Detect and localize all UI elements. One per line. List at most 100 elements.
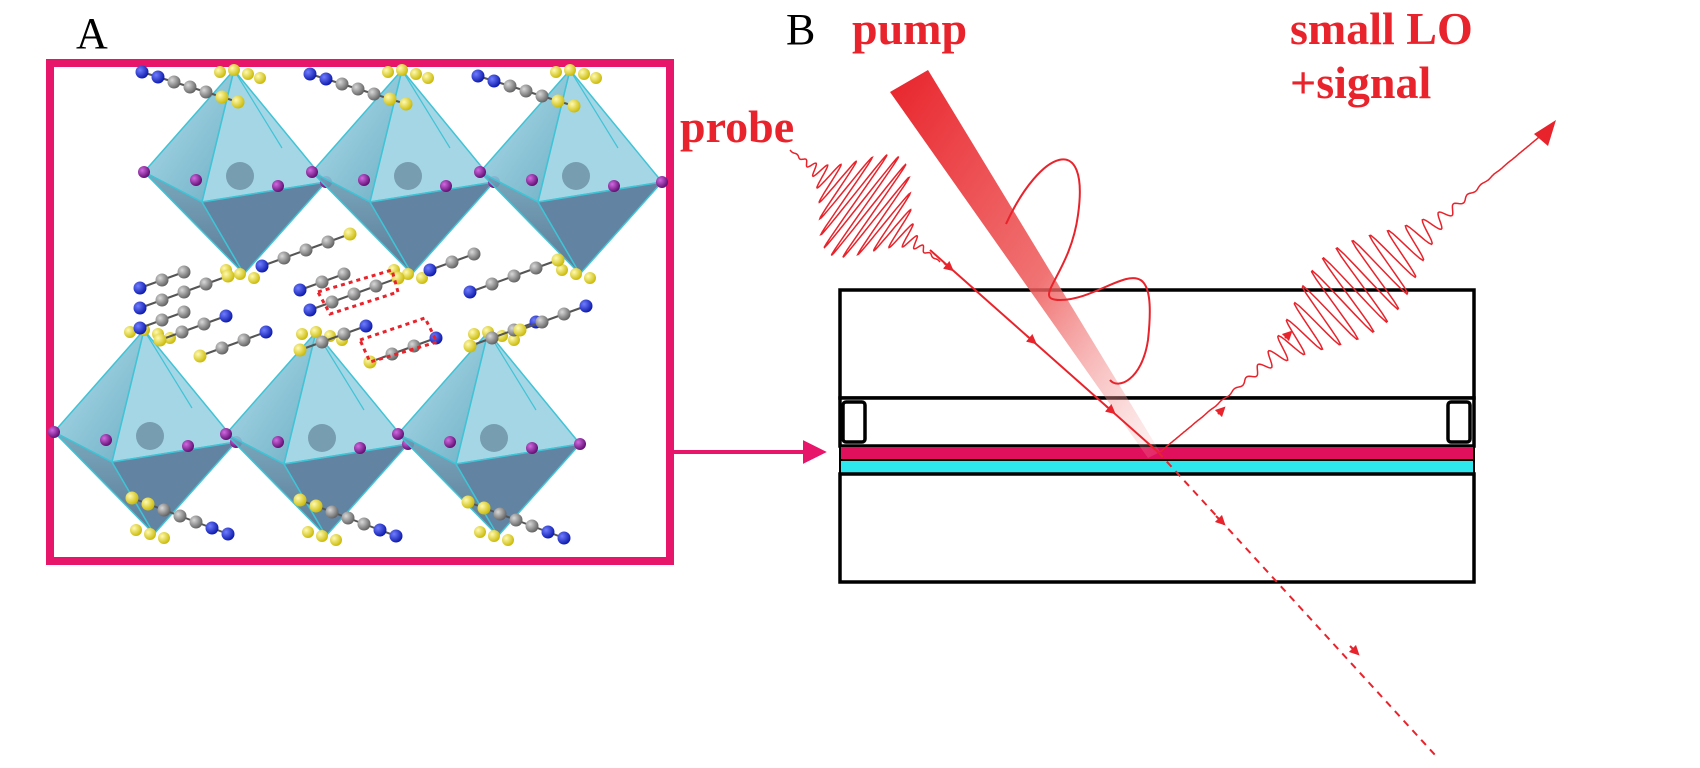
chain-atom	[199, 85, 213, 99]
octahedron-center-atom	[562, 162, 590, 190]
apical-atom	[468, 328, 480, 340]
halide-atom	[526, 174, 538, 186]
apical-atom	[158, 532, 170, 544]
chain-atom	[259, 325, 273, 339]
chain-atom	[347, 287, 361, 301]
probe-arrow-1	[942, 260, 954, 272]
chain-atom	[485, 331, 499, 345]
spacer-right	[1446, 400, 1472, 444]
chain-atom	[525, 519, 539, 533]
apical-atom	[234, 268, 246, 280]
chain-atom	[315, 275, 329, 289]
chain-atom	[461, 495, 475, 509]
halide-atom	[444, 436, 456, 448]
halide-atom	[182, 440, 194, 452]
chain-atom	[567, 99, 581, 113]
chain-atom	[423, 263, 437, 277]
chain-atom	[221, 269, 235, 283]
octahedron-face	[200, 180, 328, 276]
chain-atom	[463, 285, 477, 299]
apical-atom	[144, 528, 156, 540]
octahedron-face	[368, 180, 496, 276]
chain-atom	[535, 315, 549, 329]
chain-atom	[351, 82, 365, 96]
chain-atom	[357, 517, 371, 531]
chain-atom	[383, 92, 397, 106]
chain-atom	[541, 525, 555, 539]
apical-atom	[124, 326, 136, 338]
chain-atom	[135, 65, 149, 79]
spacer-left	[841, 400, 867, 444]
octahedron-edge	[143, 329, 193, 409]
chain-atom	[477, 501, 491, 515]
chain-atom	[485, 277, 499, 291]
chain-atom	[255, 259, 269, 273]
apical-atom	[382, 66, 394, 78]
pump-beam	[890, 70, 1160, 458]
chain-atom	[487, 74, 501, 88]
spacer-layer	[838, 396, 1476, 448]
chain-atom	[513, 323, 527, 337]
probe-ray-incident	[929, 249, 1159, 453]
octahedron-edge	[401, 69, 451, 149]
octahedron-face	[536, 180, 664, 276]
chain-atom	[335, 77, 349, 91]
chain-atom	[167, 75, 181, 89]
chain-atom	[231, 95, 245, 109]
halide-atom	[526, 442, 538, 454]
chain-atom	[237, 333, 251, 347]
halide-atom	[272, 436, 284, 448]
output-wave-packet	[1159, 127, 1551, 453]
apical-atom	[570, 268, 582, 280]
octahedron-edge	[569, 69, 619, 149]
apical-atom	[578, 68, 590, 80]
chain-atom	[177, 285, 191, 299]
apical-atom	[248, 272, 260, 284]
output-arrow-1	[1214, 406, 1226, 418]
chain-atom	[183, 80, 197, 94]
chain-atom	[303, 303, 317, 317]
chain-atom	[299, 243, 313, 257]
probe-beam	[789, 149, 941, 263]
apical-atom	[590, 72, 602, 84]
chain-atom	[219, 309, 233, 323]
highlight-box-upper	[315, 268, 400, 316]
chain-atom	[141, 497, 155, 511]
probe-wave-packet	[789, 149, 941, 263]
chain-atom	[197, 317, 211, 331]
chain-atom	[303, 67, 317, 81]
chain-atom	[309, 499, 323, 513]
chain-atom	[319, 72, 333, 86]
chain-atom	[153, 333, 167, 347]
octahedron-center-atom	[226, 162, 254, 190]
octahedron-edge	[487, 331, 537, 411]
chain-atom	[369, 279, 383, 293]
chain-atom	[155, 313, 169, 327]
chain-atom	[175, 325, 189, 339]
apical-atom	[254, 72, 266, 84]
halide-atom	[220, 428, 232, 440]
apical-atom	[502, 534, 514, 546]
output-label-line2: +signal	[1290, 57, 1431, 108]
chain-atom	[503, 79, 517, 93]
octahedra-group	[48, 64, 668, 546]
probe-label: probe	[680, 101, 794, 152]
output-label-line1: small LO	[1290, 3, 1473, 54]
chain-atom	[341, 511, 355, 525]
chain-atom	[579, 299, 593, 313]
pump-pulse-envelope	[1005, 158, 1151, 385]
chain-atom	[173, 509, 187, 523]
apical-atom	[550, 66, 562, 78]
chain-atom	[133, 321, 147, 335]
panel-a-letter: A	[76, 9, 108, 58]
apical-atom	[508, 334, 520, 346]
apical-atom	[584, 272, 596, 284]
chain-atom	[337, 327, 351, 341]
apical-atom	[310, 326, 322, 338]
apical-atom	[296, 328, 308, 340]
octahedron-center-atom	[308, 424, 336, 452]
halide-atom	[272, 180, 284, 192]
chain-atom	[293, 343, 307, 357]
halide-atom	[574, 438, 586, 450]
chain-atom	[337, 267, 351, 281]
